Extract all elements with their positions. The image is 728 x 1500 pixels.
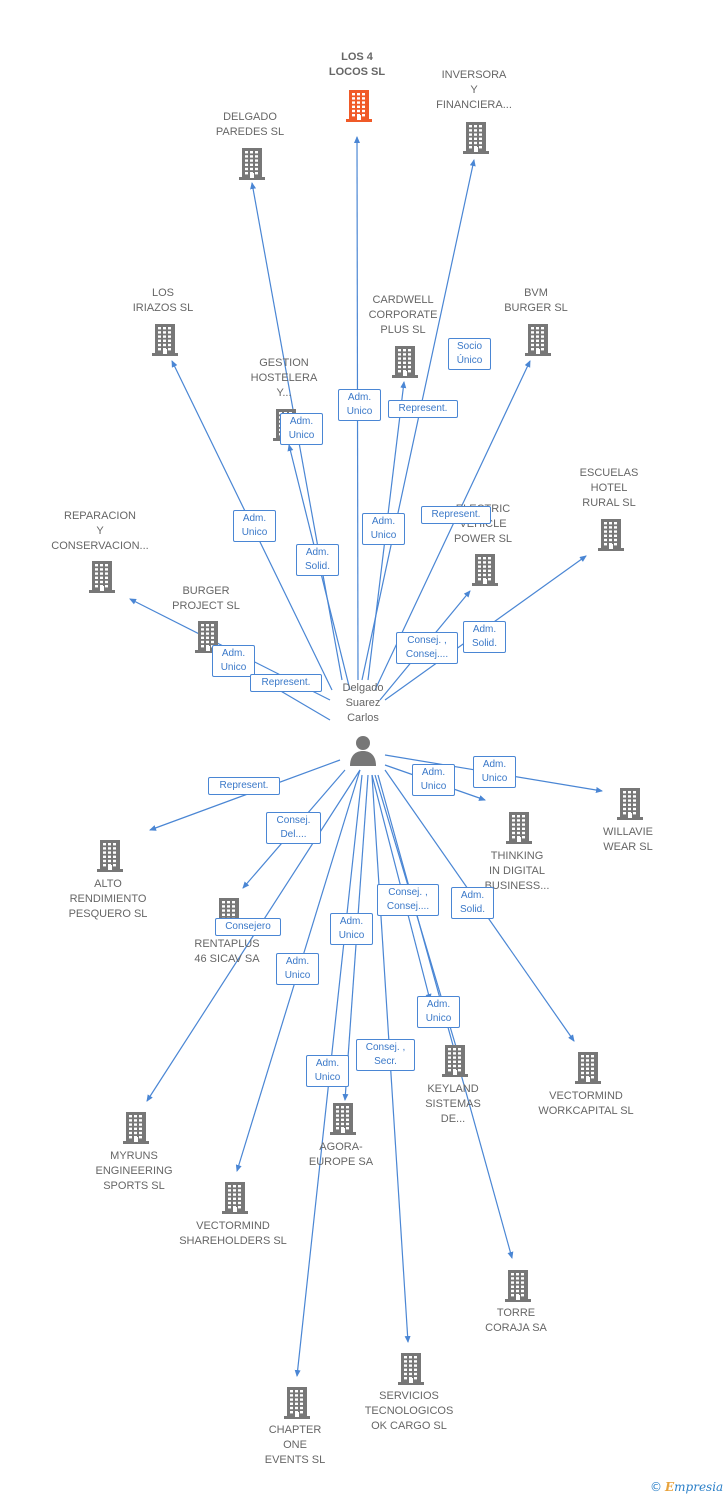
building-icon[interactable] — [574, 1050, 602, 1084]
relation-label: Adm. Unico — [412, 764, 455, 796]
building-icon[interactable] — [616, 786, 644, 820]
relation-label: Consej. , Secr. — [356, 1039, 415, 1071]
relation-label: Adm. Unico — [306, 1055, 349, 1087]
building-icon[interactable] — [194, 619, 222, 653]
building-icon[interactable] — [391, 344, 419, 378]
company-name-escuelas[interactable]: ESCUELAS HOTEL RURAL SL — [579, 467, 639, 509]
relation-label: Consej. Del.... — [266, 812, 321, 844]
relation-label: Adm. Unico — [276, 953, 319, 985]
company-name-los4locos[interactable]: LOS 4 LOCOS SL — [328, 51, 386, 78]
brand-first-letter: E — [665, 1480, 675, 1494]
company-name-rentaplus[interactable]: RENTAPLUS 46 SICAV SA — [194, 938, 260, 965]
relation-label: Adm. Unico — [473, 756, 516, 788]
center-person-label: Delgado Suarez Carlos — [342, 682, 384, 724]
relation-label: Adm. Unico — [212, 645, 255, 677]
relation-label: Adm. Unico — [417, 996, 460, 1028]
company-name-servicios[interactable]: SERVICIOS TECNOLOGICOS OK CARGO SL — [364, 1390, 454, 1432]
company-name-chapter[interactable]: CHAPTER ONE EVENTS SL — [264, 1424, 326, 1466]
building-icon[interactable] — [462, 120, 490, 154]
footer-brand: ©Empresia — [650, 1480, 723, 1494]
company-name-cardwell[interactable]: CARDWELL CORPORATE PLUS SL — [368, 294, 438, 336]
relation-label: Adm. Unico — [338, 389, 381, 421]
building-icon[interactable] — [471, 552, 499, 586]
building-icon[interactable] — [283, 1385, 311, 1419]
building-icon[interactable] — [329, 1101, 357, 1135]
building-icon[interactable] — [397, 1351, 425, 1385]
relation-label: Adm. Unico — [362, 513, 405, 545]
company-name-willavie[interactable]: WILLAVIE WEAR SL — [603, 826, 653, 853]
building-icon[interactable] — [524, 322, 552, 356]
relation-label: Adm. Solid. — [451, 887, 494, 919]
building-icon[interactable] — [505, 810, 533, 844]
company-name-thinking[interactable]: THINKING IN DIGITAL BUSINESS... — [484, 850, 550, 892]
relation-label: Represent. — [208, 777, 280, 795]
company-name-vectorshare[interactable]: VECTORMIND SHAREHOLDERS SL — [179, 1220, 287, 1247]
building-icon[interactable] — [88, 559, 116, 593]
company-name-reparacion[interactable]: REPARACION Y CONSERVACION... — [51, 510, 149, 552]
company-name-myruns[interactable]: MYRUNS ENGINEERING SPORTS SL — [95, 1150, 173, 1192]
relation-label: Represent. — [421, 506, 491, 524]
building-icon[interactable] — [597, 517, 625, 551]
brand-name: mpresia — [674, 1480, 724, 1494]
relation-label: Consej. , Consej.... — [396, 632, 458, 664]
relation-label: Adm. Unico — [233, 510, 276, 542]
building-icon[interactable] — [238, 146, 266, 180]
relation-label: Adm. Unico — [330, 913, 373, 945]
relation-label: Adm. Solid. — [463, 621, 506, 653]
building-icon[interactable] — [96, 838, 124, 872]
relation-label: Consej. , Consej.... — [377, 884, 439, 916]
company-name-vectorwork[interactable]: VECTORMIND WORKCAPITAL SL — [538, 1090, 634, 1117]
company-name-inversora[interactable]: INVERSORA Y FINANCIERA... — [436, 69, 512, 111]
company-name-burger[interactable]: BURGER PROJECT SL — [172, 585, 240, 612]
company-name-keyland[interactable]: KEYLAND SISTEMAS DE... — [425, 1083, 481, 1125]
building-icon[interactable] — [504, 1268, 532, 1302]
relation-edge — [149, 759, 341, 831]
company-name-losiriazos[interactable]: LOS IRIAZOS SL — [132, 287, 194, 314]
company-name-agora[interactable]: AGORA- EUROPE SA — [308, 1141, 374, 1168]
relation-edge — [361, 159, 476, 681]
company-name-gestion[interactable]: GESTION HOSTELERA Y... — [250, 357, 318, 399]
company-name-alto[interactable]: ALTO RENDIMIENTO PESQUERO SL — [68, 878, 148, 920]
company-name-bvm[interactable]: BVM BURGER SL — [504, 287, 568, 314]
relation-label: Adm. Unico — [280, 413, 323, 445]
relation-label: Represent. — [250, 674, 322, 692]
building-icon[interactable] — [345, 88, 373, 122]
relation-label: Adm. Solid. — [296, 544, 339, 576]
building-icon[interactable] — [151, 322, 179, 356]
company-name-delgadoparedes[interactable]: DELGADO PAREDES SL — [215, 111, 285, 138]
building-icon[interactable] — [221, 1180, 249, 1214]
person-icon[interactable] — [348, 734, 378, 766]
relation-label: Represent. — [388, 400, 458, 418]
relation-label: Socio Único — [448, 338, 491, 370]
relation-label: Consejero — [215, 918, 281, 936]
building-icon[interactable] — [122, 1110, 150, 1144]
company-name-torre[interactable]: TORRE CORAJA SA — [485, 1307, 547, 1334]
building-icon[interactable] — [441, 1043, 469, 1077]
copyright-symbol: © — [650, 1480, 662, 1494]
